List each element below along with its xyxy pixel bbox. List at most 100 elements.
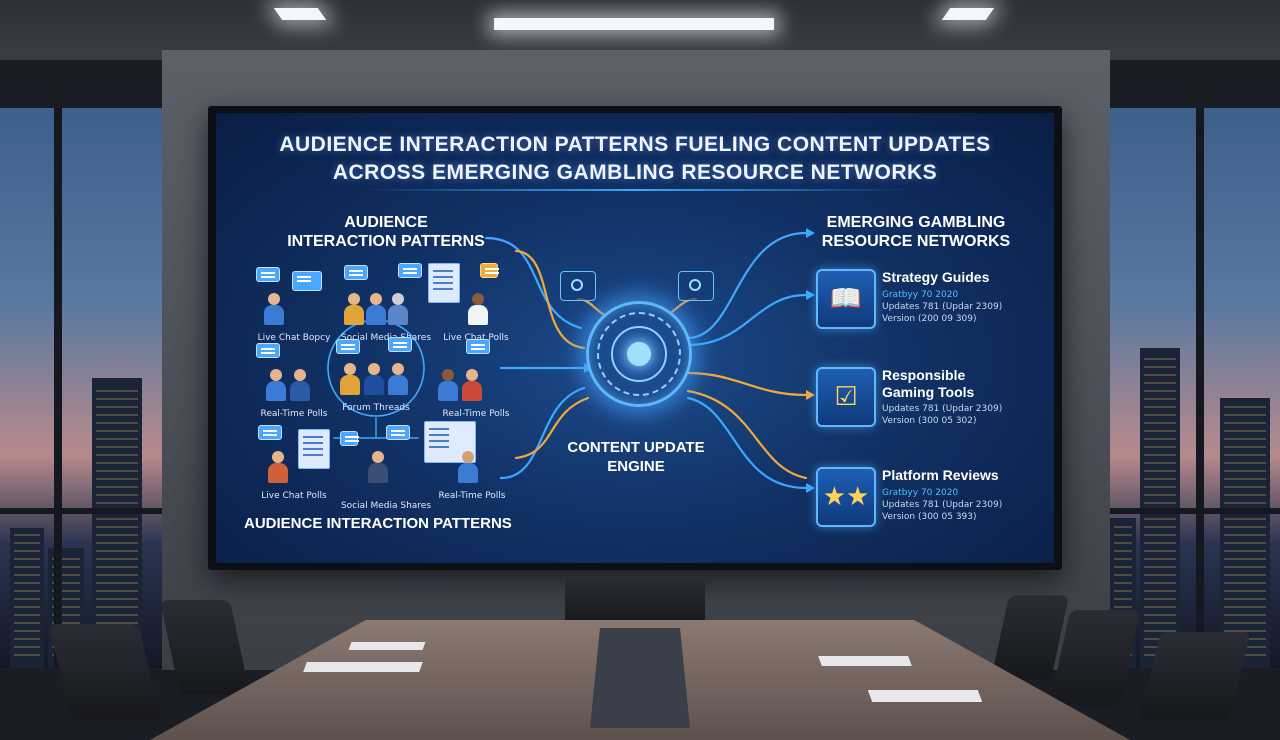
resource-name: Responsible Gaming Tools xyxy=(882,367,974,401)
connection-line xyxy=(514,249,586,350)
resource-name-line: Responsible xyxy=(882,367,966,383)
pattern-label: Social Media Shares xyxy=(340,501,432,511)
right-heading: EMERGING GAMBLING RESOURCE NETWORKS xyxy=(796,213,1036,251)
person-icon xyxy=(290,369,310,401)
window-left xyxy=(0,108,162,668)
building xyxy=(10,528,44,668)
pattern-live-chat-polls: Live Chat Polls xyxy=(246,421,342,501)
pattern-live-chat: Live Chat Bopcy xyxy=(246,263,342,343)
poll-card-icon xyxy=(298,429,330,469)
resource-meta: Gratbyy 70 2020 xyxy=(882,290,959,300)
engine-ring xyxy=(611,326,667,382)
star-rating-icon: ★★ xyxy=(816,467,876,527)
chat-bubble-icon xyxy=(258,425,282,440)
engine-ring xyxy=(597,312,681,396)
chip-icon xyxy=(678,271,714,301)
pattern-label: Real-Time Polls xyxy=(260,409,328,419)
connection-line xyxy=(686,371,808,397)
person-icon xyxy=(268,451,288,483)
person-icon xyxy=(388,363,408,395)
chat-bubble-icon xyxy=(336,339,360,354)
window-right xyxy=(1110,108,1280,668)
ceiling-light xyxy=(941,8,995,20)
heading-line: RESOURCE NETWORKS xyxy=(821,233,1011,250)
content-update-engine xyxy=(586,301,692,407)
title-underline xyxy=(366,189,906,191)
chat-bubble-icon xyxy=(292,271,322,291)
connection-line xyxy=(514,396,590,460)
arrow-head xyxy=(806,228,815,238)
chat-bubble-icon xyxy=(466,339,490,354)
resource-meta: Version (300 05 393) xyxy=(882,512,977,522)
connection-line xyxy=(686,293,808,347)
paper xyxy=(818,656,912,666)
arrow-head xyxy=(806,290,815,300)
book-icon: 📖 xyxy=(816,269,876,329)
resource-meta: Gratbyy 70 2020 xyxy=(882,488,959,498)
pattern-label: Forum Threads xyxy=(342,403,410,413)
person-icon xyxy=(340,363,360,395)
person-icon xyxy=(366,293,386,325)
engine-label-line: ENGINE xyxy=(607,458,665,475)
pattern-forum-threads: Forum Threads xyxy=(328,333,424,413)
chat-bubble-icon xyxy=(480,263,499,278)
connection-line xyxy=(499,386,586,480)
pattern-label: Real-Time Polls xyxy=(442,409,510,419)
resource-name: Platform Reviews xyxy=(882,467,999,483)
window-mullion xyxy=(1196,108,1204,668)
chat-bubble-icon xyxy=(344,265,368,280)
title-line: AUDIENCE INTERACTION PATTERNS FUELING CO… xyxy=(279,133,991,156)
connection-line xyxy=(686,389,808,480)
resource-name-line: Gaming Tools xyxy=(882,384,975,400)
chat-bubble-icon xyxy=(398,263,422,278)
resource-platform-reviews: ★★ Platform Reviews Gratbyy 70 2020 Upda… xyxy=(816,467,1046,527)
person-icon xyxy=(266,369,286,401)
chat-bubble-icon xyxy=(256,267,280,282)
resource-meta: Version (300 05 302) xyxy=(882,416,977,426)
pattern-label: Real-Time Polls xyxy=(438,491,506,501)
monitor-screen: AUDIENCE INTERACTION PATTERNS FUELING CO… xyxy=(216,113,1054,563)
ceiling-light xyxy=(273,8,327,20)
arrow-head xyxy=(806,483,815,493)
pattern-live-chat-polls: Live Chat Polls xyxy=(428,263,524,343)
paper xyxy=(303,662,423,672)
screen-title: AUDIENCE INTERACTION PATTERNS FUELING CO… xyxy=(216,131,1054,187)
chip-icon xyxy=(560,271,596,301)
heading-line: EMERGING GAMBLING xyxy=(826,214,1006,231)
title-line: ACROSS EMERGING GAMBLING RESOURCE NETWOR… xyxy=(332,161,938,184)
paper xyxy=(348,642,426,650)
person-icon xyxy=(468,293,488,325)
person-icon xyxy=(364,363,384,395)
chat-bubble-icon xyxy=(256,343,280,358)
engine-label: CONTENT UPDATE ENGINE xyxy=(546,438,726,476)
pattern-social-shares: Social Media Shares xyxy=(338,263,434,343)
resource-meta: Updates 781 (Updar 2309) xyxy=(882,404,1003,414)
person-icon xyxy=(344,293,364,325)
window-mullion xyxy=(0,508,162,514)
ceiling-light xyxy=(494,18,774,30)
resource-meta: Updates 781 (Updar 2309) xyxy=(882,500,1003,510)
heading-line: AUDIENCE xyxy=(344,214,428,231)
left-heading: AUDIENCE INTERACTION PATTERNS xyxy=(266,213,506,251)
chat-bubble-icon xyxy=(388,337,412,352)
person-icon xyxy=(462,369,482,401)
resource-strategy-guides: 📖 Strategy Guides Gratbyy 70 2020 Update… xyxy=(816,269,1046,329)
pattern-label: Live Chat Polls xyxy=(443,333,509,343)
connection-line xyxy=(686,231,808,340)
engine-label-line: CONTENT UPDATE xyxy=(567,439,705,456)
table-center-strip xyxy=(590,628,690,728)
resource-meta: Version (200 09 309) xyxy=(882,314,977,324)
heading-line: INTERACTION PATTERNS xyxy=(287,233,485,250)
pattern-label: Social Media Shares xyxy=(340,333,432,343)
resource-name: Strategy Guides xyxy=(882,269,990,285)
resource-meta: Updates 781 (Updar 2309) xyxy=(882,302,1003,312)
person-icon xyxy=(368,451,388,483)
gear-icon xyxy=(627,342,651,366)
resource-responsible-gaming-tools: ☑ Responsible Gaming Tools Updates 781 (… xyxy=(816,367,1046,427)
building xyxy=(92,378,142,668)
pattern-real-time-polls: Real-Time Polls xyxy=(424,421,520,501)
chat-bubble-icon xyxy=(386,425,410,440)
shield-check-icon: ☑ xyxy=(816,367,876,427)
person-icon xyxy=(264,293,284,325)
chair xyxy=(565,576,705,626)
